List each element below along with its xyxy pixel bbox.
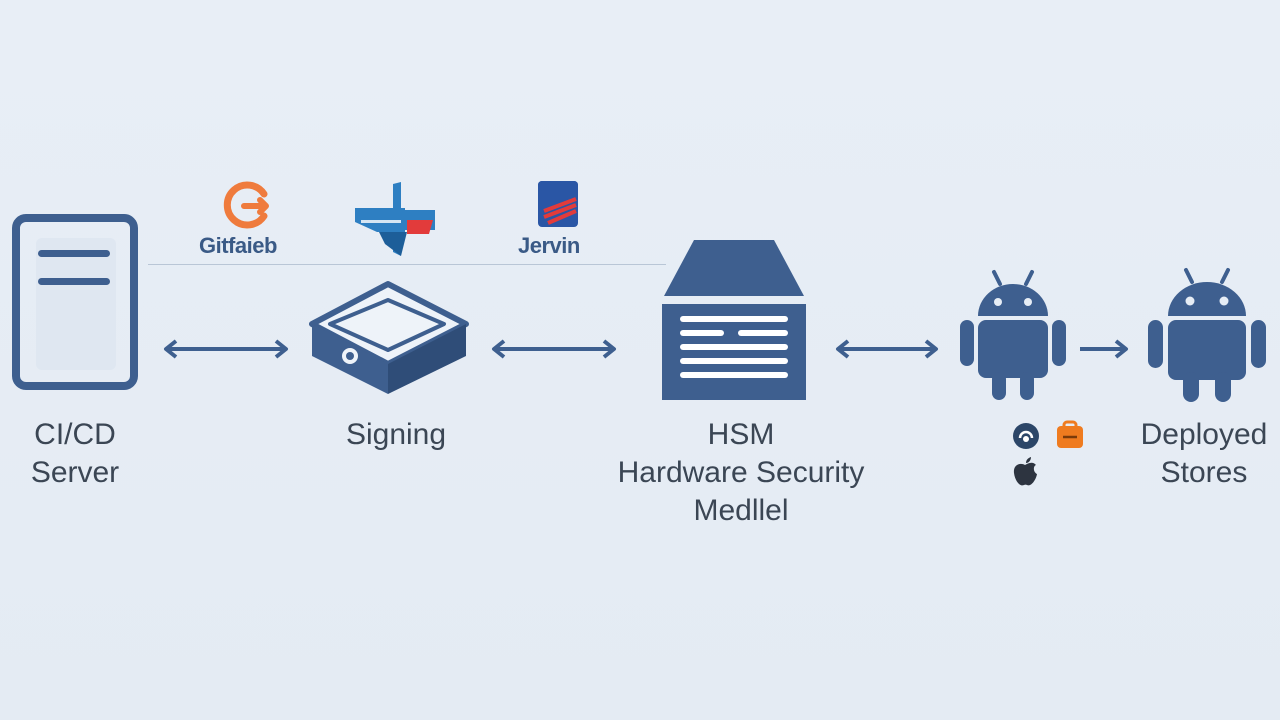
ci-server-label-line1: CI/CD [34, 418, 116, 451]
server-document-icon [12, 214, 138, 390]
ci-server-label-line2: Server [30, 456, 120, 489]
amazon-appstore-icon [1057, 420, 1083, 448]
azure-devops-logo-icon [355, 182, 435, 256]
deployed-label-line1: Deployed [1140, 418, 1268, 451]
deployed-label-line2: Stores [1160, 456, 1248, 489]
appgallery-icon [1013, 423, 1039, 449]
bidirectional-arrow-3 [836, 339, 938, 359]
signing-device-icon [309, 281, 469, 394]
hsm-label-line1: HSM [707, 418, 775, 451]
signing-label: Signing [345, 418, 447, 451]
bidirectional-arrow-1 [164, 339, 288, 359]
apple-icon [1013, 457, 1037, 486]
gitlab-logo-icon [223, 181, 269, 229]
tool-name-jenkins: Jervin [518, 233, 580, 258]
jenkins-logo-icon [538, 181, 578, 227]
bidirectional-arrow-2 [492, 339, 616, 359]
hsm-label-line2: Hardware Security [617, 456, 865, 489]
tools-divider [148, 264, 666, 265]
hsm-vault-icon [662, 240, 806, 400]
hsm-label-line3: Medllel [693, 494, 789, 527]
android-robot-icon [1148, 268, 1266, 402]
tool-name-gitlab: Gitfaieb [199, 233, 277, 258]
android-robot-icon [960, 270, 1066, 400]
forward-arrow [1080, 339, 1128, 359]
